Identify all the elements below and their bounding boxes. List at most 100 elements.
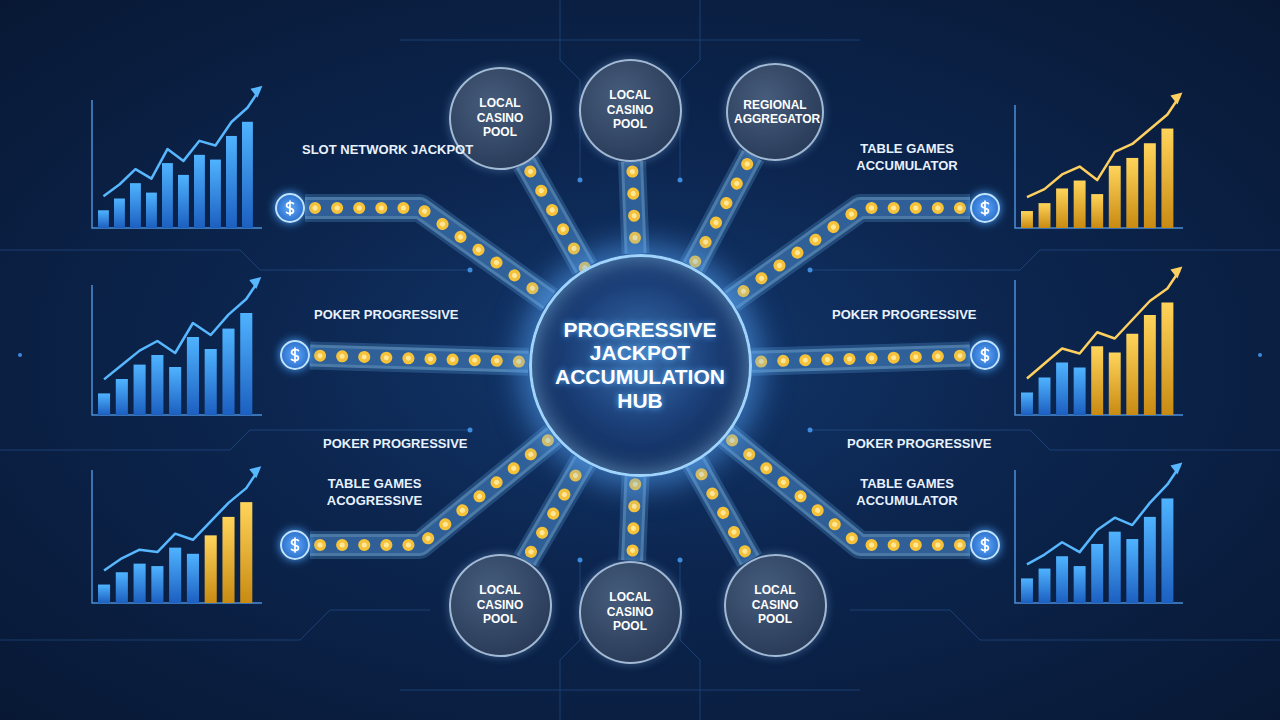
node-label: LOCAL CASINO POOL [589,590,671,633]
bar-chart [1015,93,1183,228]
trend-arrowhead [250,86,262,98]
bar-chart [92,466,262,603]
chart-bar [187,554,199,603]
chart-bar [210,160,221,228]
chart-bar [242,122,253,228]
chart-bar [98,393,110,415]
chart-bar [1039,378,1051,416]
coin-conduit [305,208,549,300]
coin-conduit [526,461,584,560]
trend-arrowhead [249,466,261,478]
bar-chart [1015,267,1183,416]
node-label: PROGRESSIVE JACKPOT ACCUMULATION HUB [545,318,735,412]
chart-bar [1074,181,1086,228]
endpoint-node: TABLE GAMES ACCUMULATOR [970,530,1000,560]
hub-circle: PROGRESSIVE JACKPOT ACCUMULATION HUB [529,254,752,477]
coin-conduit [752,355,971,361]
chart-bar [187,337,199,415]
chart-bar [1126,539,1138,603]
bar-chart [1015,462,1183,603]
coin-conduit [632,162,636,254]
chart-bar [134,564,146,603]
pool-bubble: LOCAL CASINO POOL [579,59,682,162]
chart-bar [205,535,217,603]
chart-bar [1021,393,1033,416]
node-label: LOCAL CASINO POOL [589,88,671,131]
bar-chart [92,86,262,228]
node-label: LOCAL CASINO POOL [459,96,541,139]
chart-bar [1144,517,1156,603]
endpoint-node: POKER PROGRESSIVE [280,340,310,370]
chart-bar [1074,368,1086,416]
trend-line [103,90,259,197]
dollar-icon [972,532,998,558]
bar-chart [92,277,262,415]
chart-bar [240,502,252,603]
chart-bar [1126,334,1138,415]
chart-bar [1091,346,1103,415]
chart-bar [116,379,128,415]
node-heading: TABLE GAMES ACOGRESSIVE [312,476,437,510]
dollar-icon [282,532,308,558]
chart-bar [240,313,252,415]
trend-arrowhead [1170,93,1182,105]
chart-bar [169,548,181,603]
pool-bubble: REGIONAL AGGREGATOR [726,63,824,161]
chart-bar [98,210,109,228]
chart-bar [1021,211,1033,228]
chart-bar [1144,315,1156,415]
node-heading: POKER PROGRESSIVE [832,307,976,324]
chart-bar [205,349,217,415]
pool-bubble: LOCAL CASINO POOL [449,554,552,657]
chart-bar [1056,188,1068,228]
chart-bar [1161,303,1173,416]
coin-conduit [310,436,554,545]
node-heading: POKER PROGRESSIVE [314,307,458,324]
chart-bar [130,183,141,228]
chart-bar [1161,129,1173,228]
chart-bar [134,365,146,415]
chart-bar [1074,566,1086,603]
chart-bar [114,199,125,229]
trend-line [1027,271,1179,379]
coin-conduit [693,155,752,266]
chart-bar [1056,363,1068,416]
pool-bubble: LOCAL CASINO POOL [724,554,827,657]
chart-bar [1109,532,1121,603]
trend-arrowhead [1170,267,1182,279]
chart-bar [1161,498,1173,603]
chart-bar [194,155,205,228]
coin-conduit [731,208,970,300]
chart-bar [226,136,237,228]
chart-bar [1091,544,1103,603]
coin-conduit [632,476,635,560]
trend-line [104,281,258,379]
trend-arrowhead [249,277,261,289]
dollar-icon [282,342,308,368]
node-label: REGIONAL AGGREGATOR [734,98,816,127]
endpoint-node: SLOT NETWORK JACKPOT [275,193,305,223]
chart-bar [1109,353,1121,416]
coin-conduit [525,163,585,268]
dollar-icon [277,195,303,221]
endpoint-node: TABLE GAMES ACOGRESSIVE [280,530,310,560]
side-label: POKER PROGRESSIVE [323,436,467,451]
node-heading: TABLE GAMES ACCUMULATOR [847,141,967,175]
chart-bar [146,193,157,228]
trend-arrowhead [1170,462,1182,474]
chart-bar [1109,166,1121,228]
dollar-icon [972,195,998,221]
chart-bar [178,175,189,228]
trend-line [1027,466,1179,564]
chart-bar [151,355,163,415]
node-label: LOCAL CASINO POOL [734,583,816,626]
chart-bar [1126,158,1138,228]
chart-bar [116,572,128,603]
node-heading: SLOT NETWORK JACKPOT [302,142,473,159]
chart-bar [151,566,163,603]
coin-conduit [310,355,529,361]
chart-bar [222,517,234,603]
chart-bar [1039,203,1051,228]
node-label: LOCAL CASINO POOL [459,583,541,626]
